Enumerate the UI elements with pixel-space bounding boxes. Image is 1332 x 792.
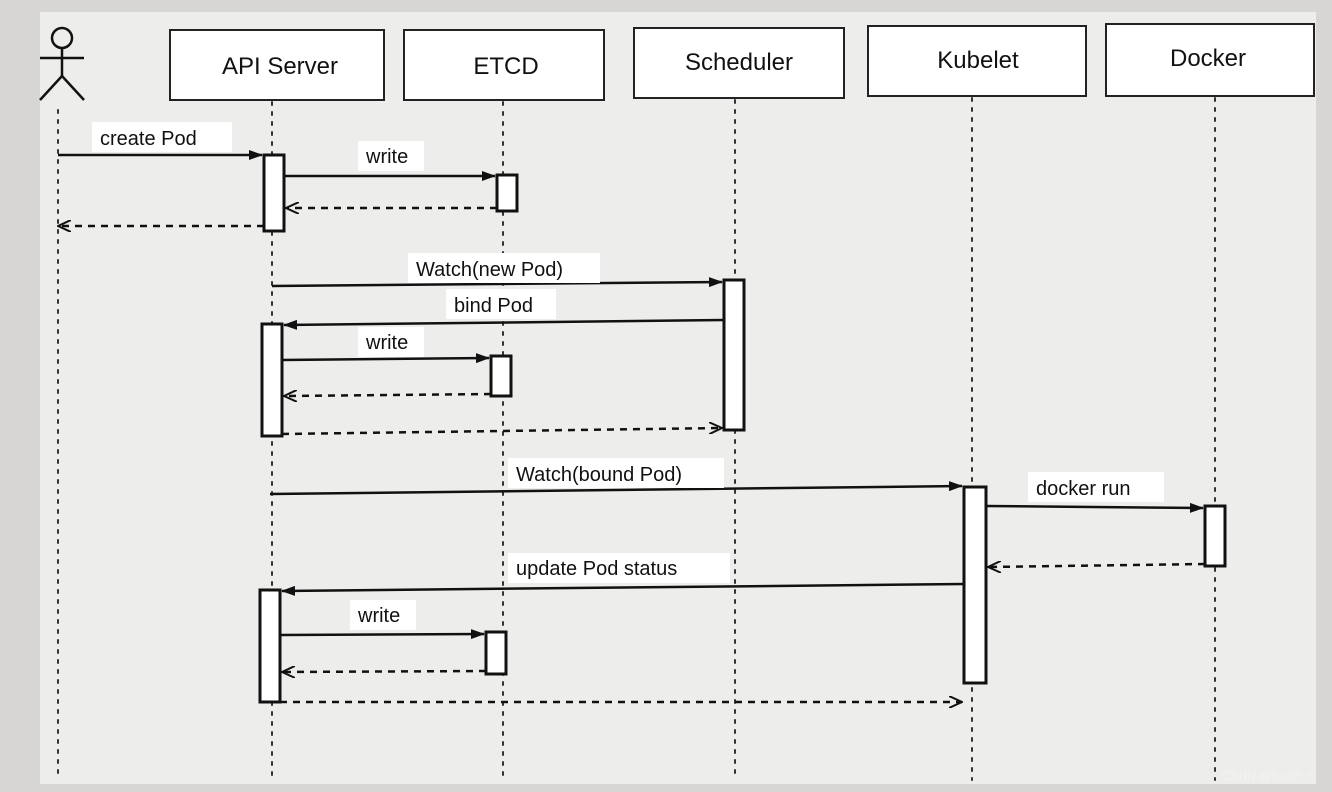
message-label-write-3: write xyxy=(357,605,400,627)
return-arrow-docker-to-kubelet xyxy=(988,564,1206,567)
label-background xyxy=(358,327,424,357)
activation-etcd-3 xyxy=(484,630,508,676)
message-arrow-update-pod-status xyxy=(281,582,965,596)
participant-label-kubelet: Kubelet xyxy=(937,47,1019,74)
activation-api-server-3 xyxy=(258,588,282,704)
label-background xyxy=(408,253,600,283)
return-arrow-etcd-to-api-2 xyxy=(284,394,492,396)
participant-label-scheduler: Scheduler xyxy=(685,49,793,76)
message-label-bind-pod: bind Pod xyxy=(454,295,533,317)
message-label-watch-bound-pod: Watch(bound Pod) xyxy=(516,464,682,486)
participant-label-api-server: API Server xyxy=(222,53,338,80)
activation-scheduler xyxy=(722,278,746,432)
message-arrow-write-3 xyxy=(279,629,485,640)
activation-etcd-1 xyxy=(495,173,519,213)
activation-kubelet xyxy=(962,485,988,685)
message-label-create-pod: create Pod xyxy=(100,128,197,150)
message-arrow-watch-bound-pod xyxy=(269,481,963,496)
message-label-write-1: write xyxy=(365,146,408,168)
message-label-docker-run: docker run xyxy=(1036,478,1131,500)
activation-docker xyxy=(1203,504,1227,568)
label-background xyxy=(92,122,232,152)
message-arrow-write-2 xyxy=(281,353,490,364)
participant-label-etcd: ETCD xyxy=(473,53,538,80)
message-arrow-docker-run xyxy=(985,502,1204,513)
activation-api-server-2 xyxy=(260,322,284,438)
participant-api-server: API Server xyxy=(169,29,385,101)
participant-scheduler: Scheduler xyxy=(633,27,845,99)
participant-docker: Docker xyxy=(1105,23,1315,97)
return-arrow-etcd-to-api-3 xyxy=(282,671,487,672)
participant-label-docker: Docker xyxy=(1170,45,1246,72)
message-label-watch-new-pod: Watch(new Pod) xyxy=(416,259,563,281)
return-arrow-api-to-scheduler xyxy=(281,428,722,436)
message-arrow-bind-pod xyxy=(283,318,725,330)
label-background xyxy=(358,141,424,171)
message-label-write-2: write xyxy=(365,332,408,354)
watermark: CSDN @Seal^_^ xyxy=(1222,769,1314,783)
participant-etcd: ETCD xyxy=(403,29,605,101)
label-background xyxy=(1028,472,1164,502)
label-background xyxy=(508,458,724,488)
participant-kubelet: Kubelet xyxy=(867,25,1087,97)
activation-api-server-1 xyxy=(262,153,286,233)
paper-background xyxy=(40,12,1316,784)
label-background xyxy=(350,600,416,630)
message-arrow-watch-new-pod xyxy=(271,277,723,288)
label-background xyxy=(446,289,556,319)
activation-etcd-2 xyxy=(489,354,513,398)
actor-icon xyxy=(39,26,85,101)
message-label-update-pod-status: update Pod status xyxy=(516,558,677,580)
label-background xyxy=(508,553,730,583)
